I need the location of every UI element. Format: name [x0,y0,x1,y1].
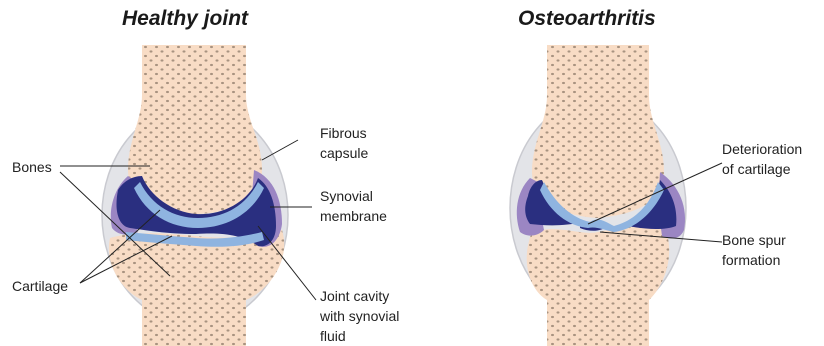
oa-upper-bone-pores [532,45,664,218]
fibrous-capsule-label-line-2: capsule [320,143,368,163]
bone-spur-label-line-1: Bone spur [722,230,786,250]
bone-spur-label-line-2: formation [722,250,786,270]
deterioration-label-line-2: of cartilage [722,159,802,179]
deterioration-label: Deterioration of cartilage [722,139,802,179]
deterioration-label-line-1: Deterioration [722,139,802,159]
osteoarthritis-joint-illustration [510,45,686,346]
osteoarthritis-title: Osteoarthritis [518,7,656,31]
synovial-membrane-label: Synovial membrane [320,186,387,226]
joint-cavity-label-line-2: with synovial [320,306,399,326]
bones-label: Bones [12,157,52,177]
healthy-joint-illustration [102,45,288,346]
bone-spur-label: Bone spur formation [722,230,786,270]
synovial-membrane-label-line-1: Synovial [320,186,387,206]
healthy-joint-title: Healthy joint [122,7,248,31]
oa-lower-bone-pores [527,227,669,346]
synovial-membrane-label-line-2: membrane [320,206,387,226]
fibrous-capsule-label-line-1: Fibrous [320,123,368,143]
joint-cavity-label-line-3: fluid [320,326,399,346]
joint-cavity-label-line-1: Joint cavity [320,286,399,306]
cartilage-label: Cartilage [12,276,68,296]
lower-bone-pores [109,230,284,346]
joint-cavity-label: Joint cavity with synovial fluid [320,286,399,346]
fibrous-capsule-label: Fibrous capsule [320,123,368,163]
